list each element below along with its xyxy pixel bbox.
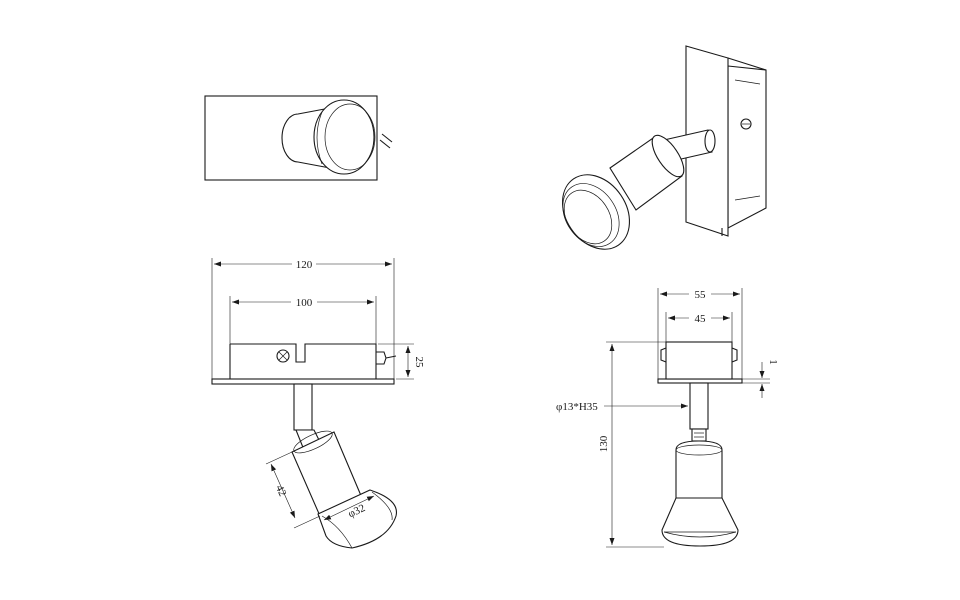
front-switch xyxy=(376,351,387,365)
dim-55-bg xyxy=(689,287,711,300)
iso-reflector xyxy=(562,174,630,250)
top-view-reflector xyxy=(313,99,375,175)
dim-130-label: 130 xyxy=(598,435,610,452)
top-view-switch-2 xyxy=(379,139,391,149)
side-cylinder xyxy=(675,440,723,499)
front-reflector-edge xyxy=(371,491,393,521)
front-box xyxy=(229,343,377,379)
dim-1-label: 1 xyxy=(767,359,779,365)
dim-42-label: 42 xyxy=(273,483,288,498)
iso-back-box xyxy=(727,65,767,229)
side-arm xyxy=(689,382,709,430)
dim-arm-label: φ13*H35 xyxy=(556,401,598,413)
dim-25-label: 25 xyxy=(413,357,425,369)
side-box-right-tab xyxy=(731,347,738,363)
top-view-rim xyxy=(316,111,323,165)
side-reflector xyxy=(661,497,739,547)
dim-42-ext-top xyxy=(265,451,293,465)
iso-box-top xyxy=(727,57,767,71)
dim-130-bg xyxy=(598,430,610,458)
dim-42-ext-bottom xyxy=(293,515,321,529)
iso-box-detail xyxy=(734,79,761,85)
iso-arm-end xyxy=(704,129,716,153)
side-arm-joint xyxy=(691,428,707,442)
top-view-switch xyxy=(381,133,393,143)
front-screw-slot-2 xyxy=(278,351,288,361)
iso-cylinder-end xyxy=(651,134,685,178)
dim-45-label: 45 xyxy=(695,313,707,325)
front-view: 120 100 25 42 φ32 xyxy=(211,257,425,549)
front-arm xyxy=(293,383,313,431)
top-view-lens xyxy=(324,103,376,171)
side-view: 55 45 1 φ13*H35 130 xyxy=(556,287,779,548)
top-view-plate xyxy=(204,95,378,181)
iso-lens xyxy=(562,183,620,247)
side-cylinder-top xyxy=(675,444,723,456)
dim-45-bg xyxy=(689,311,711,324)
side-plate xyxy=(657,378,743,384)
side-box-left-tab xyxy=(660,347,667,363)
dim-100-bg xyxy=(291,295,317,308)
isometric-view xyxy=(562,45,767,250)
dim-120-label: 120 xyxy=(296,259,313,271)
dim-55-label: 55 xyxy=(695,289,707,301)
iso-lens-inner xyxy=(563,189,613,245)
front-cylinder-top xyxy=(293,430,333,454)
dim-42-line xyxy=(270,463,296,519)
top-view xyxy=(204,95,393,181)
front-plate xyxy=(211,378,395,385)
front-switch-lever xyxy=(385,355,397,359)
side-box xyxy=(665,341,733,380)
side-reflector-lens xyxy=(663,531,737,538)
dim-100-label: 100 xyxy=(296,297,313,309)
dim-32-line xyxy=(323,495,375,521)
iso-box-detail-2 xyxy=(734,195,761,201)
dim-120-bg xyxy=(292,257,316,270)
